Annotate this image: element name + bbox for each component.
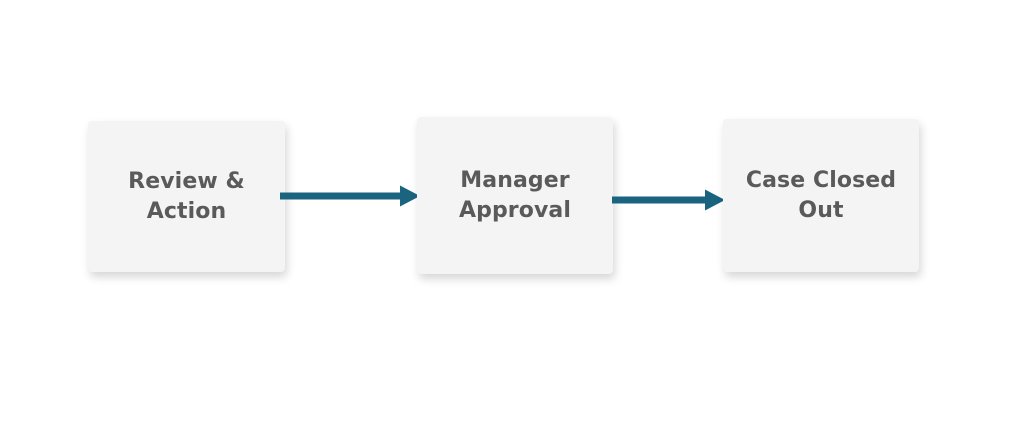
flow-connector-review-action-to-manager-approval [280, 182, 420, 210]
arrow-right-icon [280, 185, 420, 207]
flow-node-label: Review & Action [128, 169, 245, 224]
flow-node-case-closed-out[interactable]: Case Closed Out [723, 119, 919, 272]
flow-node-manager-approval[interactable]: Manager Approval [417, 117, 613, 274]
arrow-right-icon [612, 189, 725, 211]
flow-connector-manager-approval-to-case-closed-out [612, 186, 725, 214]
flow-node-label: Manager Approval [458, 168, 571, 223]
flow-node-label: Case Closed Out [745, 168, 897, 223]
flow-node-review-action[interactable]: Review & Action [88, 121, 285, 272]
